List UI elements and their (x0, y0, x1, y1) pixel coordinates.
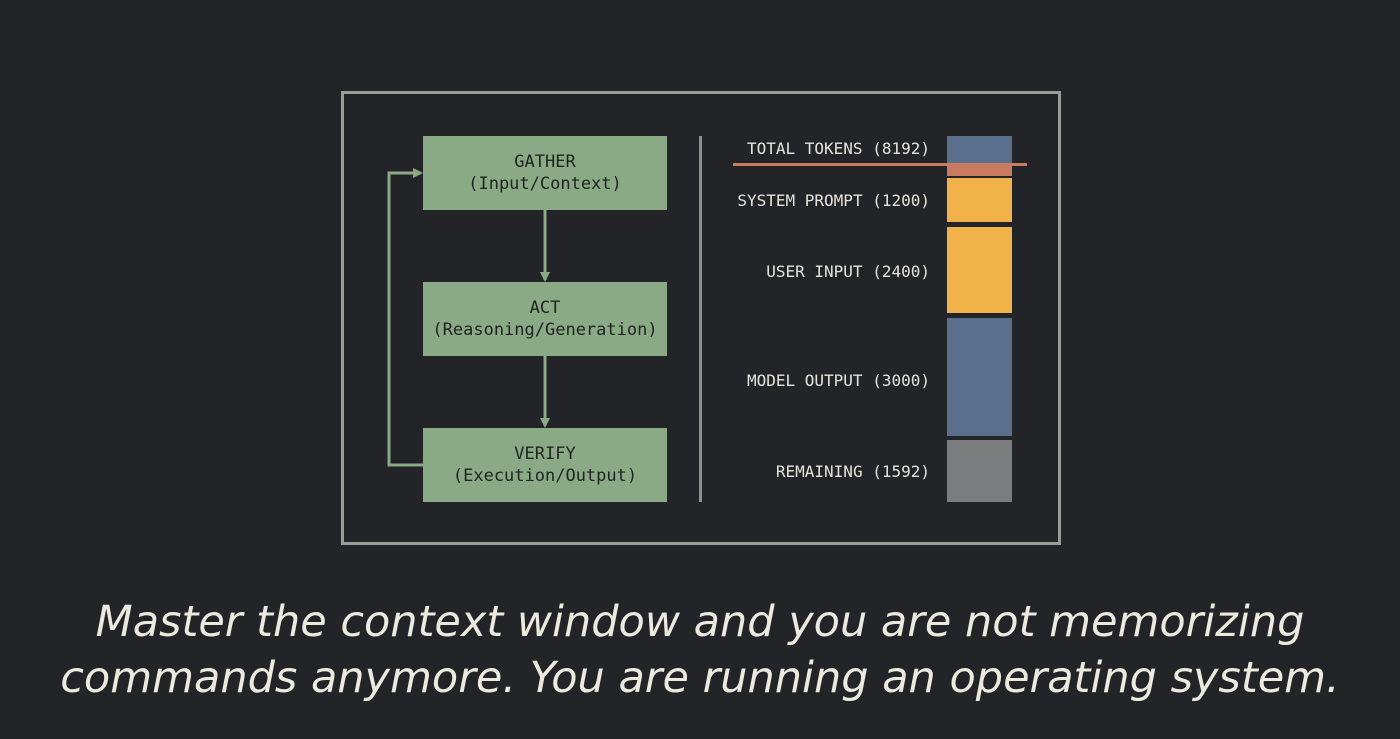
gather-box: GATHER (Input/Context) (423, 136, 667, 210)
system-prompt-label: SYSTEM PROMPT (1200) (737, 191, 930, 210)
verify-subtitle: (Execution/Output) (452, 466, 638, 486)
act-subtitle: (Reasoning/Generation) (432, 320, 658, 340)
system-prompt-segment (947, 178, 1012, 222)
total-tokens-label: TOTAL TOKENS (8192) (746, 139, 930, 158)
caption: Master the context window and you are no… (0, 594, 1400, 706)
model-output-label: MODEL OUTPUT (3000) (746, 371, 930, 390)
verify-box: VERIFY (Execution/Output) (423, 428, 667, 502)
verify-title: VERIFY (514, 444, 576, 464)
total-tokens-segment (947, 136, 1012, 164)
caption-line-1: Master the context window and you are no… (95, 597, 1305, 647)
context-limit-line (733, 163, 1027, 166)
caption-line-2: commands anymore. You are running an ope… (60, 653, 1340, 703)
gather-title: GATHER (514, 152, 576, 172)
act-box: ACT (Reasoning/Generation) (423, 282, 667, 356)
user-input-segment (947, 227, 1012, 313)
remaining-label: REMAINING (1592) (775, 462, 930, 481)
act-title: ACT (529, 298, 561, 318)
model-output-segment (947, 318, 1012, 436)
user-input-label: USER INPUT (2400) (766, 262, 930, 281)
limit-marker-segment (947, 164, 1012, 176)
diagram-frame (341, 91, 1061, 545)
gather-subtitle: (Input/Context) (468, 174, 622, 194)
panel-divider (699, 136, 702, 502)
remaining-segment (947, 440, 1012, 502)
